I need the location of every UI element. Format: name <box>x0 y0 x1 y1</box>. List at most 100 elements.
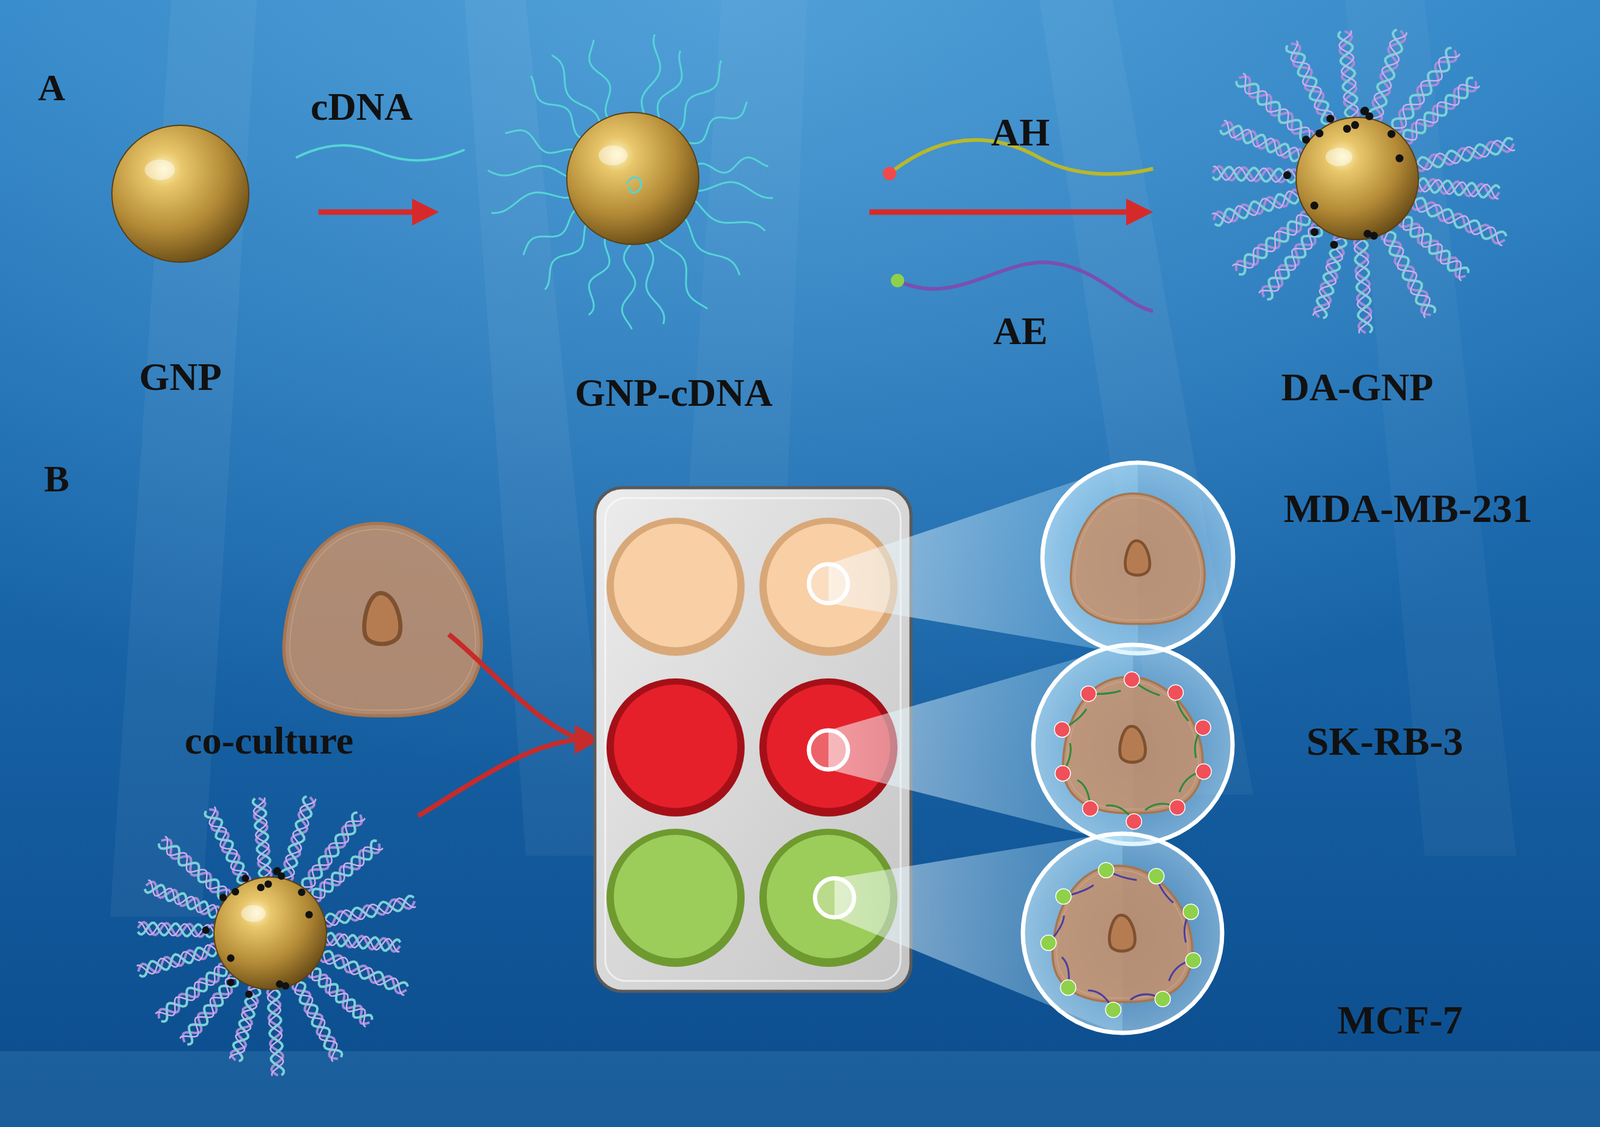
fluorescent-dot <box>1124 671 1140 688</box>
cell-illustration <box>283 523 482 716</box>
duplex-strand <box>1354 235 1372 333</box>
duplex-strand <box>320 898 416 926</box>
cell-membrane <box>283 523 482 716</box>
drug-dot <box>264 880 273 888</box>
cdna-strand <box>682 216 740 276</box>
duplex-strand <box>295 976 337 1062</box>
duplex-strand <box>1354 235 1372 334</box>
drug-dot <box>1283 171 1292 180</box>
cell-texture <box>1056 870 1188 999</box>
node-label: SK-RB-3 <box>1306 721 1464 762</box>
fluorescent-dot <box>1105 1002 1121 1018</box>
magnifier-circle <box>1022 833 1223 1034</box>
duplex-strand <box>136 945 222 974</box>
duplex-strand <box>321 899 415 927</box>
duplex-strand <box>1397 84 1480 141</box>
nanoprobe-node: DA-GNP <box>1194 15 1521 342</box>
duplex-strand <box>308 969 370 1025</box>
ae-strand <box>897 262 1154 312</box>
arrow-line <box>318 209 417 216</box>
drug-dot <box>256 884 265 892</box>
drug-dot <box>1315 129 1324 138</box>
sea-floor <box>0 1051 1600 1127</box>
drug-dot <box>219 893 227 902</box>
duplex-strand <box>1291 40 1333 131</box>
view-ring <box>808 564 848 604</box>
duplex-strand <box>1211 191 1304 223</box>
duplex-strand <box>138 922 218 938</box>
drug-dot <box>273 867 281 875</box>
cell-nucleus <box>364 593 401 644</box>
drug-dot <box>226 954 235 963</box>
duplex-strand <box>161 962 227 1023</box>
gold-nanoparticle <box>111 125 249 263</box>
drug-dot <box>275 980 284 989</box>
duplex-strand <box>1212 166 1300 183</box>
duplex-strand <box>1213 190 1303 222</box>
node-outline <box>111 124 250 263</box>
cdna-strand <box>626 177 642 193</box>
panel-letter: B <box>44 459 70 498</box>
node-label: DA-GNP <box>1281 368 1434 408</box>
cdna-nanoparticle-node: GNP-cDNA <box>479 25 786 332</box>
duplex-strand <box>1232 215 1316 269</box>
well-rim <box>606 678 745 817</box>
magnifier-circle <box>1033 645 1233 845</box>
duplex-strand <box>1242 73 1310 147</box>
view-ring <box>814 878 855 918</box>
cdna-strand <box>589 39 611 121</box>
well-rim <box>606 517 745 657</box>
duplex-strand <box>1414 138 1513 170</box>
duplex-strand <box>268 986 285 1076</box>
fluorescent-dot <box>1169 799 1185 815</box>
drug-dot <box>1387 130 1396 139</box>
drug-dot <box>1326 114 1335 123</box>
drug-dot <box>227 979 235 987</box>
duplex-strand <box>279 799 317 882</box>
fluorescent-dot <box>1080 685 1097 702</box>
drug-dot <box>1360 106 1369 115</box>
drug-dot <box>1395 154 1404 163</box>
duplex-strand <box>267 985 284 1077</box>
duplex-strand <box>1415 177 1500 199</box>
cdna-strand <box>531 76 585 140</box>
duplex-strand <box>1403 212 1462 281</box>
cdna-strand <box>694 182 774 199</box>
cdna-strand <box>505 130 577 153</box>
duplex-strand <box>1412 194 1503 246</box>
cdna-strand <box>693 157 768 174</box>
fluorescent-dot <box>1185 953 1201 969</box>
sphere-highlight <box>240 905 266 923</box>
duplex-strand <box>1384 226 1430 318</box>
drug-dot <box>1343 124 1352 133</box>
cdna-strand <box>657 50 683 123</box>
drug-dot <box>231 888 240 896</box>
curved-arrow <box>448 634 581 740</box>
light-rays <box>110 0 1517 918</box>
node-outline <box>479 25 786 332</box>
drug-dot <box>1310 201 1319 210</box>
cdna-strand <box>657 235 708 309</box>
duplex-strand <box>1290 43 1336 128</box>
duplex-strand <box>1238 210 1310 275</box>
strand-name: AE <box>993 311 1048 351</box>
duplex-strand <box>209 807 249 889</box>
fluorescent-dot <box>1040 935 1056 951</box>
fluorescent-dot <box>1183 904 1199 920</box>
sphere-highlight <box>598 145 628 166</box>
cell-view-circle: MDA-MB-231 <box>1039 460 1236 657</box>
cell-membrane <box>1063 677 1204 814</box>
well <box>613 684 738 809</box>
duplex-strand <box>138 943 220 973</box>
fluorescent-dot <box>1054 722 1070 738</box>
duplex-strand <box>310 843 380 902</box>
node-outline <box>1020 831 1225 1036</box>
drug-dot <box>245 991 253 999</box>
well-rim <box>606 829 745 968</box>
duplex-strand <box>1286 45 1336 126</box>
cell-membrane <box>1070 493 1205 624</box>
duplex-strand <box>1236 211 1313 271</box>
well <box>613 835 738 959</box>
gold-nanoparticle <box>213 877 327 990</box>
